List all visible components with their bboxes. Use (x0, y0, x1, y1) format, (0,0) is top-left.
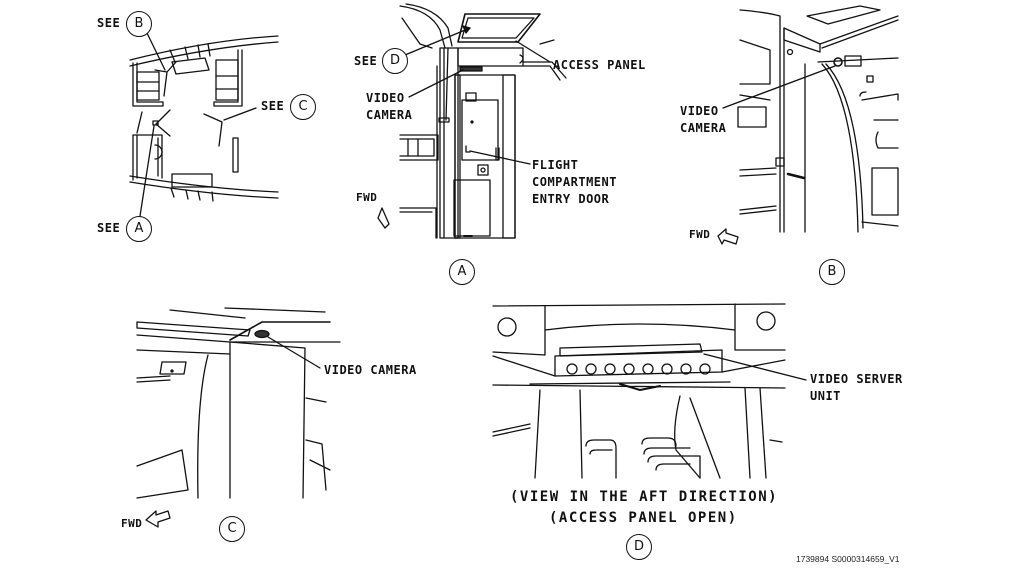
view-a-id: A (449, 259, 475, 285)
view-b-id: B (819, 259, 845, 285)
fuselage-bottom-outer (129, 181, 279, 199)
view-a-drawing (377, 3, 567, 239)
see-d-label: SEE (354, 54, 378, 68)
video-camera-b (833, 57, 843, 67)
video-camera-label-c: VIDEO CAMERA (324, 363, 417, 377)
leader-video-camera-c (267, 336, 321, 369)
callout-d[interactable]: D (382, 48, 408, 74)
access-panel-label: ACCESS PANEL (553, 58, 646, 72)
leader-entry-door (469, 150, 531, 165)
view-d-caption-panel: (ACCESS PANEL OPEN) (549, 510, 738, 526)
fwd-arrow-a (377, 207, 390, 229)
leader-video-camera-a (408, 69, 464, 98)
view-d-caption-direction: (VIEW IN THE AFT DIRECTION) (510, 489, 779, 505)
fwd-arrow-c (145, 510, 171, 528)
fwd-label-a: FWD (356, 191, 378, 204)
view-c-drawing (136, 307, 341, 528)
leader-video-server-unit (703, 353, 807, 381)
view-d-id: D (626, 534, 652, 560)
see-b-label: SEE (97, 16, 121, 30)
see-a-label: SEE (97, 221, 121, 235)
fwd-label-c: FWD (121, 517, 143, 530)
callout-c[interactable]: C (290, 94, 316, 120)
video-camera-a (459, 66, 483, 72)
video-camera-label-a: VIDEO CAMERA (366, 91, 413, 122)
key-plan-drawing (129, 30, 279, 217)
fuselage-top-inner (129, 41, 279, 67)
view-d-drawing (492, 303, 807, 479)
fwd-arrow-b (717, 228, 739, 245)
fwd-label-b: FWD (689, 228, 711, 241)
callout-a[interactable]: A (126, 216, 152, 242)
video-camera-label-b: VIDEO CAMERA (680, 104, 727, 135)
figure-reference-id: 1739894 S0000314659_V1 (796, 554, 900, 564)
leader-see-d (404, 27, 471, 56)
view-b-drawing (717, 5, 899, 245)
fuselage-top-outer (129, 35, 279, 61)
fuselage-bottom-inner (129, 175, 279, 193)
leader-see-b (145, 30, 166, 71)
video-camera-c (254, 329, 270, 339)
entry-door-label: FLIGHT COMPARTMENT ENTRY DOOR (532, 158, 617, 206)
callout-b[interactable]: B (126, 11, 152, 37)
leader-video-camera-b (722, 65, 836, 109)
leader-see-c (223, 107, 257, 121)
leader-access-panel (515, 40, 551, 63)
see-c-label: SEE (261, 99, 285, 113)
video-server-unit-label: VIDEO SERVER UNIT (810, 372, 903, 403)
view-c-id: C (219, 516, 245, 542)
leader-see-a (139, 125, 155, 217)
